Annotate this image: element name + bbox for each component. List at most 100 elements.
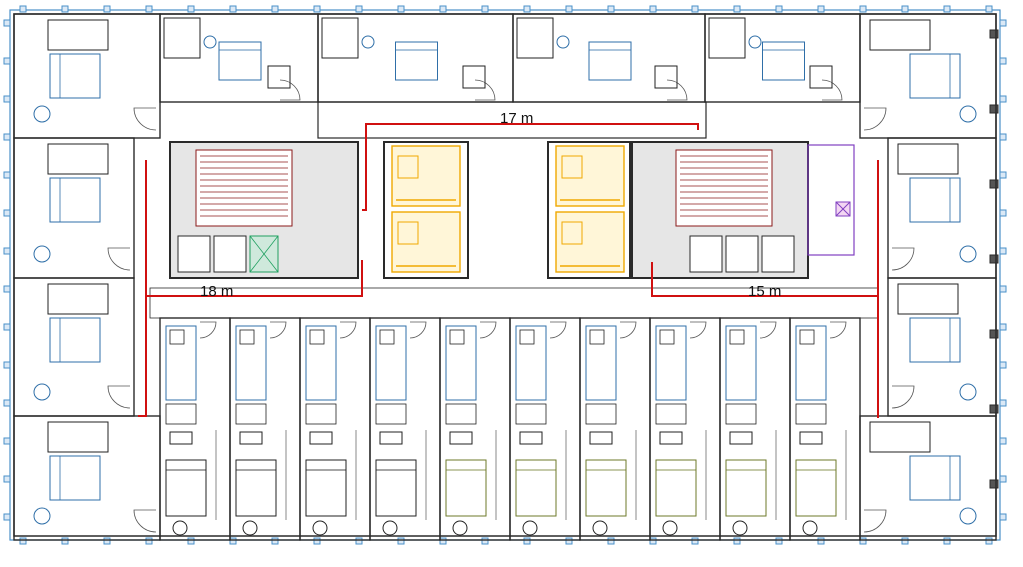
- door-swing: [689, 321, 707, 339]
- door-swing: [863, 509, 887, 533]
- column-marker: [3, 57, 11, 65]
- door-swing: [339, 321, 357, 339]
- distance-label-18m: 18 m: [200, 283, 233, 300]
- column-marker: [103, 5, 111, 13]
- pillows: [49, 317, 61, 363]
- double-bed: [49, 177, 101, 223]
- column-marker: [985, 5, 993, 13]
- column-marker: [943, 537, 951, 545]
- armchair: [662, 520, 678, 536]
- bed: [235, 459, 277, 517]
- column-marker: [229, 5, 237, 13]
- shower-tray: [165, 403, 197, 425]
- pillows: [515, 459, 557, 471]
- door-swing: [821, 79, 843, 101]
- structural-column: [989, 404, 999, 414]
- service-cross: [835, 201, 851, 217]
- double-bed: [762, 41, 805, 81]
- door-swing: [269, 321, 287, 339]
- column-marker: [61, 537, 69, 545]
- column-marker: [3, 437, 11, 445]
- elevator-car: [391, 211, 461, 273]
- escape-routes: [138, 123, 879, 418]
- pillows: [375, 459, 417, 471]
- guest-room-east: [887, 137, 997, 279]
- guest-room-south: [719, 317, 791, 541]
- facade-outline: [9, 9, 1001, 541]
- door-swing: [891, 385, 915, 409]
- desk: [589, 431, 613, 445]
- structural-column: [989, 329, 999, 339]
- column-marker: [565, 5, 573, 13]
- column-marker: [481, 5, 489, 13]
- door-swing: [199, 321, 217, 339]
- column-marker: [775, 5, 783, 13]
- column-marker: [397, 537, 405, 545]
- column-marker: [145, 5, 153, 13]
- door-swing: [759, 321, 777, 339]
- pillows: [762, 41, 805, 51]
- column-marker: [733, 5, 741, 13]
- distance-label-15m: 15 m: [748, 283, 781, 300]
- armchair: [522, 520, 538, 536]
- column-marker: [439, 537, 447, 545]
- bed: [795, 459, 837, 517]
- guest-room-south: [159, 317, 231, 541]
- shower-tray: [375, 403, 407, 425]
- column-marker: [3, 19, 11, 27]
- bathroom: [305, 325, 337, 401]
- shower-tray: [585, 403, 617, 425]
- toilet: [659, 329, 675, 345]
- column-marker: [999, 247, 1007, 255]
- shaft: [725, 235, 759, 273]
- guest-room-south: [299, 317, 371, 541]
- column-marker: [999, 399, 1007, 407]
- pillows: [949, 455, 961, 501]
- wardrobe: [462, 65, 486, 89]
- column-marker: [999, 437, 1007, 445]
- pillows: [949, 317, 961, 363]
- armchair: [592, 520, 608, 536]
- shaft: [761, 235, 795, 273]
- shower-tray: [655, 403, 687, 425]
- column-marker: [999, 361, 1007, 369]
- column-marker: [999, 475, 1007, 483]
- bathroom: [375, 325, 407, 401]
- pillows: [725, 459, 767, 471]
- bathroom: [163, 17, 201, 59]
- door-swing: [107, 247, 131, 271]
- bathroom: [897, 283, 959, 315]
- guest-room-west: [13, 137, 135, 279]
- bathroom: [47, 19, 109, 51]
- pillows: [588, 41, 632, 51]
- pillows: [949, 177, 961, 223]
- double-bed: [909, 177, 961, 223]
- round-table: [556, 35, 570, 49]
- column-marker: [607, 5, 615, 13]
- column-marker: [3, 247, 11, 255]
- desk: [729, 431, 753, 445]
- toilet: [449, 329, 465, 345]
- shaft-cross: [249, 235, 279, 273]
- double-bed: [49, 455, 101, 501]
- central-core: [169, 141, 855, 279]
- toilet: [309, 329, 325, 345]
- guest-room-south: [369, 317, 441, 541]
- double-bed: [49, 317, 101, 363]
- guest-room-east: [859, 13, 997, 139]
- pillows: [305, 459, 347, 471]
- column-marker: [859, 537, 867, 545]
- pillows: [49, 177, 61, 223]
- column-marker: [999, 323, 1007, 331]
- desk: [239, 431, 263, 445]
- desk: [519, 431, 543, 445]
- shower-tray: [515, 403, 547, 425]
- wardrobe: [809, 65, 833, 89]
- door-swing: [474, 79, 496, 101]
- column-marker: [439, 5, 447, 13]
- round-table: [33, 507, 51, 525]
- column-marker: [859, 5, 867, 13]
- column-marker: [999, 19, 1007, 27]
- column-marker: [397, 5, 405, 13]
- toilet: [729, 329, 745, 345]
